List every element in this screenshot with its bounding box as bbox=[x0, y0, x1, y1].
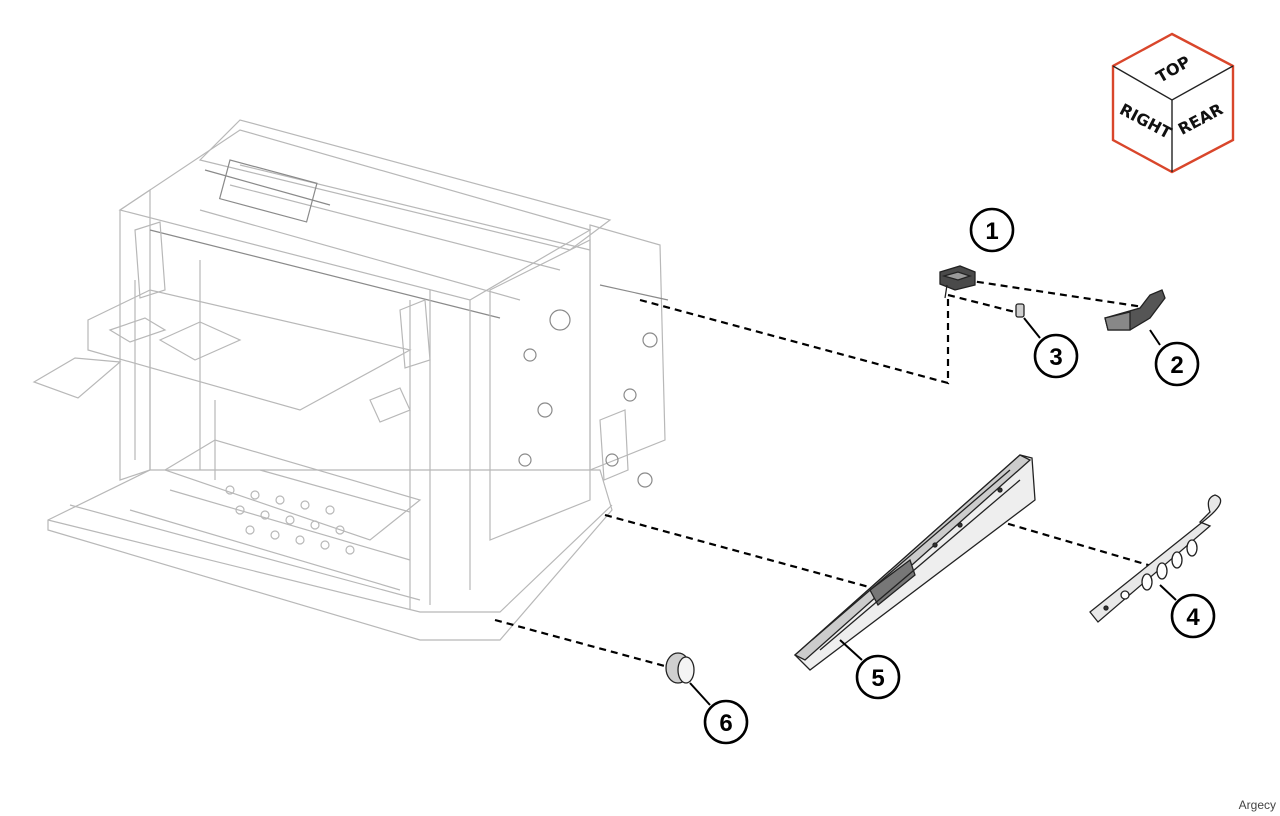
callout-4: 4 bbox=[1159, 584, 1216, 639]
part-4-rail-bracket bbox=[1089, 494, 1222, 623]
callout-2: 2 bbox=[1149, 329, 1200, 387]
part-5-slide-rail bbox=[793, 454, 1036, 671]
leader-line-6 bbox=[494, 618, 673, 670]
callout-4-number: 4 bbox=[1186, 604, 1200, 631]
part-6-roller bbox=[665, 652, 695, 684]
callout-1: 1 bbox=[969, 207, 1015, 253]
part-3-spring bbox=[1015, 303, 1025, 318]
callout-5: 5 bbox=[839, 639, 901, 700]
callout-6: 6 bbox=[689, 682, 749, 745]
printer-frame bbox=[32, 119, 669, 641]
leader-lines bbox=[494, 278, 1156, 670]
leader-line-2 bbox=[964, 278, 1151, 310]
callout-2-number: 2 bbox=[1170, 352, 1183, 379]
leader-line-4 bbox=[984, 515, 1156, 569]
leader-line-3 bbox=[947, 293, 1016, 314]
part-2-actuator-flag bbox=[1104, 289, 1166, 331]
watermark: Argecy bbox=[1238, 798, 1276, 812]
leader-line-1 bbox=[639, 295, 950, 385]
callout-5-number: 5 bbox=[871, 665, 884, 692]
leader-line-5 bbox=[604, 513, 881, 592]
callout-3-number: 3 bbox=[1049, 344, 1062, 371]
callout-6-number: 6 bbox=[719, 710, 732, 737]
callout-3: 3 bbox=[1023, 317, 1079, 379]
part-1-sensor-bracket bbox=[939, 265, 976, 299]
callout-1-number: 1 bbox=[985, 218, 998, 245]
orientation-cube: TOP RIGHT REAR bbox=[1111, 32, 1235, 174]
